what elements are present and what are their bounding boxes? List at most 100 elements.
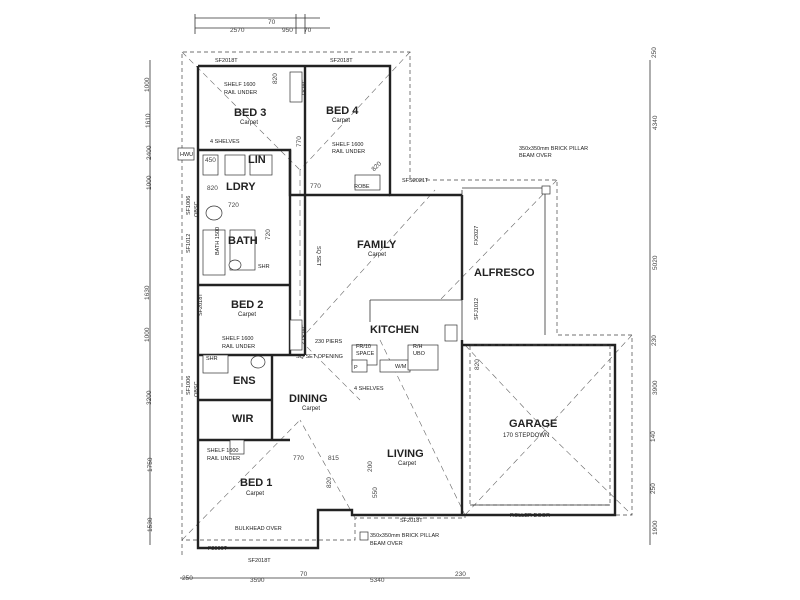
dim-inner-9: 200 bbox=[367, 461, 374, 472]
window-top-1: SF2018T bbox=[215, 58, 238, 64]
dim-left-7: 1750 bbox=[147, 457, 154, 472]
bed2-rail-note: RAIL UNDER bbox=[222, 344, 255, 350]
dim-left-2: 2400 bbox=[146, 145, 153, 160]
room-bed3-floor: Carpet bbox=[240, 120, 258, 126]
dim-right-3: 230 bbox=[651, 335, 658, 346]
bed3-rail-note: RAIL UNDER bbox=[224, 90, 257, 96]
room-lin-label: LIN bbox=[248, 154, 266, 166]
room-family-label: FAMILY bbox=[357, 239, 397, 251]
dim-inner-8: 550 bbox=[372, 487, 379, 498]
dim-left-6: 3200 bbox=[146, 390, 153, 405]
dim-left-0: 1000 bbox=[144, 77, 151, 92]
window-top-2: SF2018T bbox=[330, 58, 353, 64]
room-garage-label: GARAGE bbox=[509, 418, 557, 430]
dim-inner-3: 720 bbox=[228, 202, 239, 209]
dim-inner-7: 820 bbox=[326, 477, 333, 488]
dim-inner-10: 820 bbox=[474, 359, 481, 370]
bath-size-note: BATH 1500 bbox=[215, 227, 221, 255]
dim-left-5: 1000 bbox=[144, 327, 151, 342]
window-bottom-1: SF2018T bbox=[400, 518, 423, 524]
robe-bed2: ROBE bbox=[302, 324, 308, 340]
window-sfj1012: SFJ1012 bbox=[474, 298, 480, 320]
window-obsc2: OBSC bbox=[194, 381, 200, 397]
alfresco-outline bbox=[462, 185, 551, 335]
rh-note: R/H bbox=[413, 344, 423, 350]
room-family-floor: Carpet bbox=[368, 252, 386, 258]
room-bed1-floor: Carpet bbox=[246, 491, 264, 497]
bulkhead-note: BULKHEAD OVER bbox=[235, 526, 282, 532]
bed2-shelf-note: SHELF 1600 bbox=[222, 336, 254, 342]
dim-left-3: 1000 bbox=[146, 175, 153, 190]
hwu-label: HWU bbox=[180, 152, 193, 158]
piers-note: 230 PIERS bbox=[315, 339, 343, 345]
bed1-rail-note: RAIL UNDER bbox=[207, 456, 240, 462]
dim-inner-4: 720 bbox=[265, 229, 272, 240]
fridge-space-note-1: FR/10 bbox=[356, 344, 371, 350]
dim-top-3: 70 bbox=[304, 27, 312, 34]
dim-top-2: 950 bbox=[282, 27, 293, 34]
bed1-shelf-note: SHELF 1600 bbox=[207, 448, 239, 454]
bed3-shelf-note: SHELF 1600 bbox=[224, 82, 256, 88]
robe-bed4: ROBE bbox=[354, 184, 370, 190]
room-ldry-label: LDRY bbox=[226, 181, 256, 193]
window-bottom-2: SF2018T bbox=[248, 558, 271, 564]
dim-inner-2: 770 bbox=[310, 183, 321, 190]
window-obsc: OBSC bbox=[194, 201, 200, 217]
roller-door-note: ROLLER DOOR bbox=[510, 513, 550, 519]
room-living-floor: Carpet bbox=[398, 461, 416, 467]
pantry-note: P bbox=[354, 365, 358, 371]
walls bbox=[196, 64, 617, 550]
garage-outline bbox=[469, 344, 611, 506]
window-f2006t: F2006T bbox=[208, 546, 228, 552]
dim-left-8: 1530 bbox=[147, 517, 154, 532]
dim-top-0: 2570 bbox=[230, 27, 245, 34]
window-sf1006b: SF1006 bbox=[186, 376, 192, 395]
dim-inner-1: 820 bbox=[207, 185, 218, 192]
dim-left-4: 1630 bbox=[144, 285, 151, 300]
pillar-note-bottom-1: 350x350mm BRICK PILLAR bbox=[370, 533, 439, 539]
room-bed4-floor: Carpet bbox=[332, 118, 350, 124]
window-sf1012: SF1012 bbox=[186, 234, 192, 253]
room-bed1-label: BED 1 bbox=[240, 477, 272, 489]
room-dining-floor: Carpet bbox=[302, 406, 320, 412]
room-alfresco-label: ALFRESCO bbox=[474, 267, 535, 279]
window-sfs2021t: SFS2021T bbox=[402, 178, 429, 184]
dim-inner-12: 450 bbox=[205, 157, 216, 164]
pillar-note-top-1: 350x350mm BRICK PILLAR bbox=[519, 146, 588, 152]
dim-bottom-4: 230 bbox=[455, 571, 466, 578]
room-ens-label: ENS bbox=[233, 375, 256, 387]
dim-inner-6: 815 bbox=[328, 455, 339, 462]
window-sf1006: SF1006 bbox=[186, 196, 192, 215]
room-bath-label: BATH bbox=[228, 235, 258, 247]
dim-right-6: 250 bbox=[650, 483, 657, 494]
pillar-note-bottom-2: BEAM OVER bbox=[370, 541, 403, 547]
window-fx2027: FX2027 bbox=[474, 226, 480, 245]
bed4-shelf-note: SHELF 1600 bbox=[332, 142, 364, 148]
room-bed4-label: BED 4 bbox=[326, 105, 359, 117]
dim-bottom-3: 5340 bbox=[370, 577, 385, 584]
wm-note: W/M bbox=[395, 364, 407, 370]
dim-inner-11: 820 bbox=[370, 160, 383, 173]
window-sf2018t-side: SF2018T bbox=[198, 293, 204, 316]
fridge-space-note-2: SPACE bbox=[356, 351, 375, 357]
room-living-label: LIVING bbox=[387, 448, 424, 460]
fixtures bbox=[177, 71, 458, 541]
room-wir-label: WIR bbox=[232, 413, 253, 425]
dimension-labels: 2570 70 950 70 250 3590 70 5340 230 1000… bbox=[144, 19, 659, 584]
sq-set-note: SQ SET bbox=[315, 246, 321, 267]
dim-bottom-0: 250 bbox=[182, 575, 193, 582]
dim-right-0: 250 bbox=[651, 47, 658, 58]
dim-bottom-1: 3590 bbox=[250, 577, 265, 584]
dim-inner-0: 820 bbox=[272, 73, 279, 84]
room-bed2-label: BED 2 bbox=[231, 299, 263, 311]
dim-right-7: 1900 bbox=[652, 520, 659, 535]
linen-shelves-note: 4 SHELVES bbox=[210, 139, 240, 145]
room-bed2-floor: Carpet bbox=[238, 312, 256, 318]
sq-set-opening-note: SQ SET OPENING bbox=[296, 354, 343, 360]
pillar-note-top-2: BEAM OVER bbox=[519, 153, 552, 159]
kitchen-shelves-note: 4 SHELVES bbox=[354, 386, 384, 392]
bed4-rail-note: RAIL UNDER bbox=[332, 149, 365, 155]
dim-inner-5: 770 bbox=[293, 455, 304, 462]
dim-right-1: 4340 bbox=[652, 115, 659, 130]
room-kitchen-label: KITCHEN bbox=[370, 324, 419, 336]
